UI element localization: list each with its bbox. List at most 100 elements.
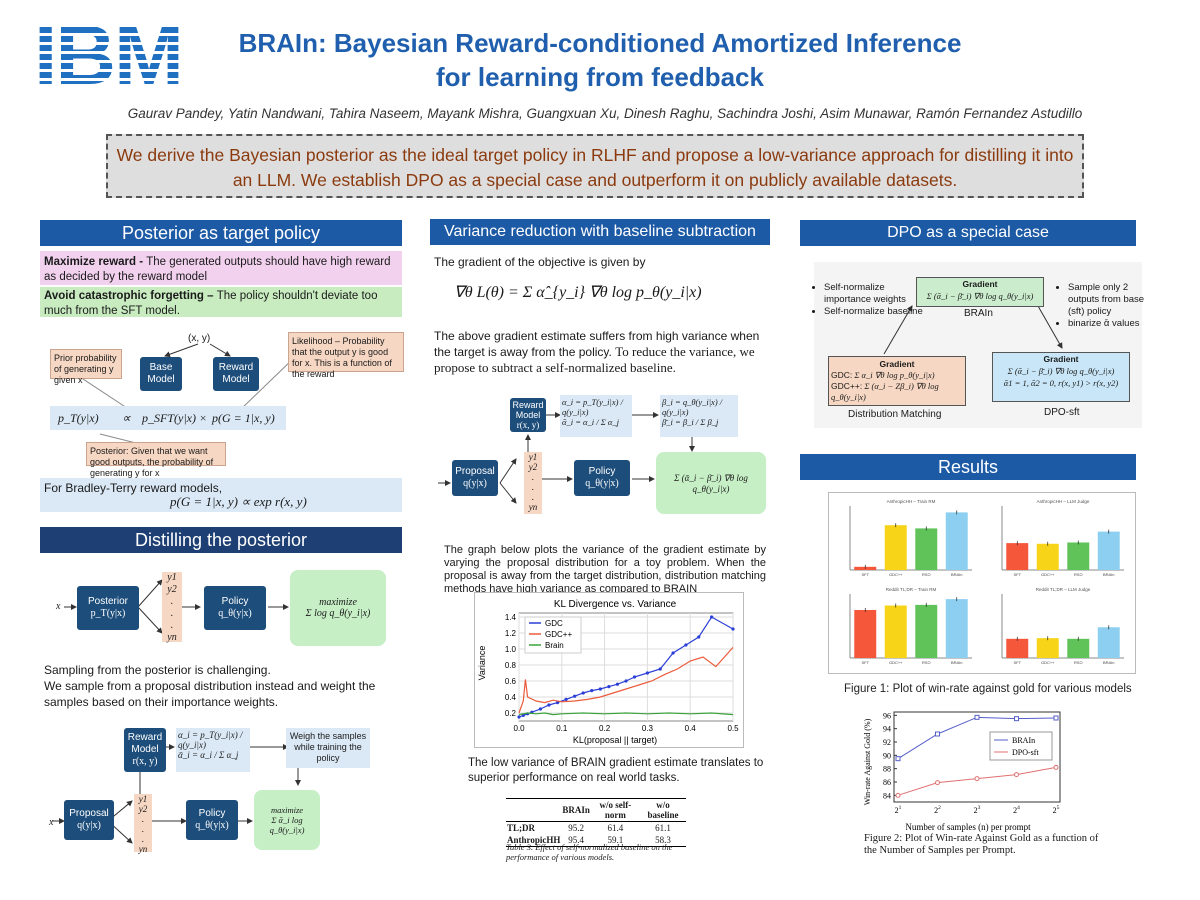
bar-category-label: RSO [1074,660,1083,665]
sample-dot: . [170,620,174,631]
kl-legend-label: Brain [545,641,564,650]
kl-point [632,675,637,679]
sample-dot: . [531,472,535,482]
sample-y1: y1 [167,572,177,583]
section-results-heading: Results [800,454,1136,480]
table-header-cell: w/o baseline [647,800,679,820]
reward-node-3-label: Reward Model [512,400,544,420]
win-point [895,792,901,798]
win-legend-label: BRAIn [1012,736,1035,745]
posterior-note: Posterior: Given that we want good outpu… [86,442,226,478]
sampling-line-2: We sample from a proposal distribution i… [44,679,376,709]
distribution-matching-label: Distribution Matching [848,409,942,420]
sample-yn: yn [138,844,148,854]
brain-gradient-title: Gradient [962,279,998,289]
bar-sft [854,610,877,658]
win-xtick-label: 22 [934,805,941,815]
policy-node-2-eq: q_θ(y|x) [195,820,229,831]
section-distill-heading: Distilling the posterior [40,527,402,553]
kl-point [671,651,675,655]
win-point [974,714,980,720]
posterior-node-eq: p_T(y|x) [90,608,126,619]
table-cell: 58.3 [655,835,671,845]
kl-point [573,694,577,698]
maximize-label: maximize [319,597,357,608]
sample-stack-2: y1 y2 . . . yn [134,794,152,854]
reward-node-eq: r(x, y) [132,756,158,767]
table-row: TL;DR 95.2 61.4 61.1 [506,822,686,835]
weigh-samples-note: Weigh the samples while training the pol… [286,728,370,768]
figure-2-caption: Figure 2: Plot of Win-rate Against Gold … [864,833,1099,856]
avoid-forgetting-text: The policy shouldn't deviate too much fr… [44,290,378,317]
bar-category-label: SFT [861,660,869,665]
ablation-table: BRAIn w/o self-norm w/o baseline TL;DR 9… [506,798,686,847]
dpo-left-bullet: Self-normalize importance weights [824,282,924,306]
section-dpo-heading: DPO as a special case [800,220,1136,246]
kl-xtick-label: 0.1 [556,724,568,733]
kl-xtick-label: 0.3 [642,724,654,733]
bar-category-label: BRAIn [1103,660,1115,665]
beta-eq-2: β̄_i = β_i / Σ β_j [662,417,719,427]
reward-model-node: Reward Model [213,357,259,391]
bar-category-label: GDC++ [889,660,903,665]
bar-rso [915,604,938,658]
kl-point [538,707,542,711]
xy-label: (x, y) [188,333,211,344]
sample-dot: . [170,608,174,619]
win-plot-frame [893,711,1061,803]
dpo-right-bullets: Sample only 2 outputs from base (sft) po… [1056,282,1158,330]
bt-text: For Bradley-Terry reward models, [44,481,223,495]
reward-node-label: Reward Model [127,732,163,755]
win-xtick-exponent: 4 [1017,805,1020,811]
sample-dot: . [141,824,145,834]
bar-rso [1067,542,1090,570]
variance-para-2: To reduce the variance, we propose to su… [434,344,755,375]
bar-sft [1006,638,1029,658]
bar-rso [915,528,938,570]
dpo-right-bullet: binarize ᾱ values [1068,318,1158,330]
policy-node-eq: q_θ(y|x) [218,608,252,619]
avoid-forgetting-box: Avoid catastrophic forgetting – The poli… [40,287,402,317]
dpo-sft-label: DPO-sft [1044,407,1080,418]
kl-xtick-label: 0.0 [513,724,525,733]
policy-node: Policy q_θ(y|x) [204,586,266,630]
bar-category-label: SFT [861,572,869,577]
kl-ytick-label: 1.0 [505,645,517,654]
bar-panel-title: AnthropicHH – LLM Judge [1037,499,1090,504]
bar-gdcpp [1036,543,1059,570]
proposal-node-2-label: Proposal [455,466,495,477]
kl-ytick-label: 0.8 [505,661,517,670]
kl-point [684,643,688,647]
poster-title: BRAIn: Bayesian Reward-conditioned Amort… [200,26,1000,94]
win-legend-box [989,731,1053,761]
bar-category-label: SFT [1013,572,1021,577]
bar-brain [945,599,968,658]
distill-diagram-arrows [64,579,289,634]
bar-brain [1097,627,1120,658]
baseline-diagram-arrows [438,412,695,504]
win-xtick-exponent: 3 [978,805,981,811]
sample-dot: . [531,492,535,502]
win-xtick-exponent: 5 [1057,805,1060,811]
table-cell: TL;DR [507,823,536,833]
figure-1-caption: Figure 1: Plot of win-rate against gold … [844,683,1132,695]
dpo-diagram-arrows [883,305,1063,355]
eq-pG: p(G = 1|x, y) [212,411,275,425]
kl-series-line-brain [518,712,734,716]
sample-stack-3: y1 y2 . . . yn [524,452,542,514]
win-point [935,780,940,786]
sample-dot: . [170,596,174,607]
beta-equations: β_i = q_θ(y_i|x) / q(y_i|x) β̄_i = β_i /… [660,395,738,437]
bar-category-label: BRAIn [951,660,963,665]
reward-model-node-2: Reward Model r(x, y) [124,728,166,772]
kl-series-line-gdcpp [518,647,734,714]
kl-chart-title: KL Divergence vs. Variance [554,599,677,610]
bar-panel-title: Reddit TL;DR – Train RM [886,587,937,592]
gdcpp-label: GDC++: [831,381,863,391]
kl-point [517,715,521,719]
table-cell: 95.4 [568,835,584,845]
kl-point [590,689,594,693]
bar-brain [945,512,968,570]
base-model-node: Base Model [140,357,182,391]
